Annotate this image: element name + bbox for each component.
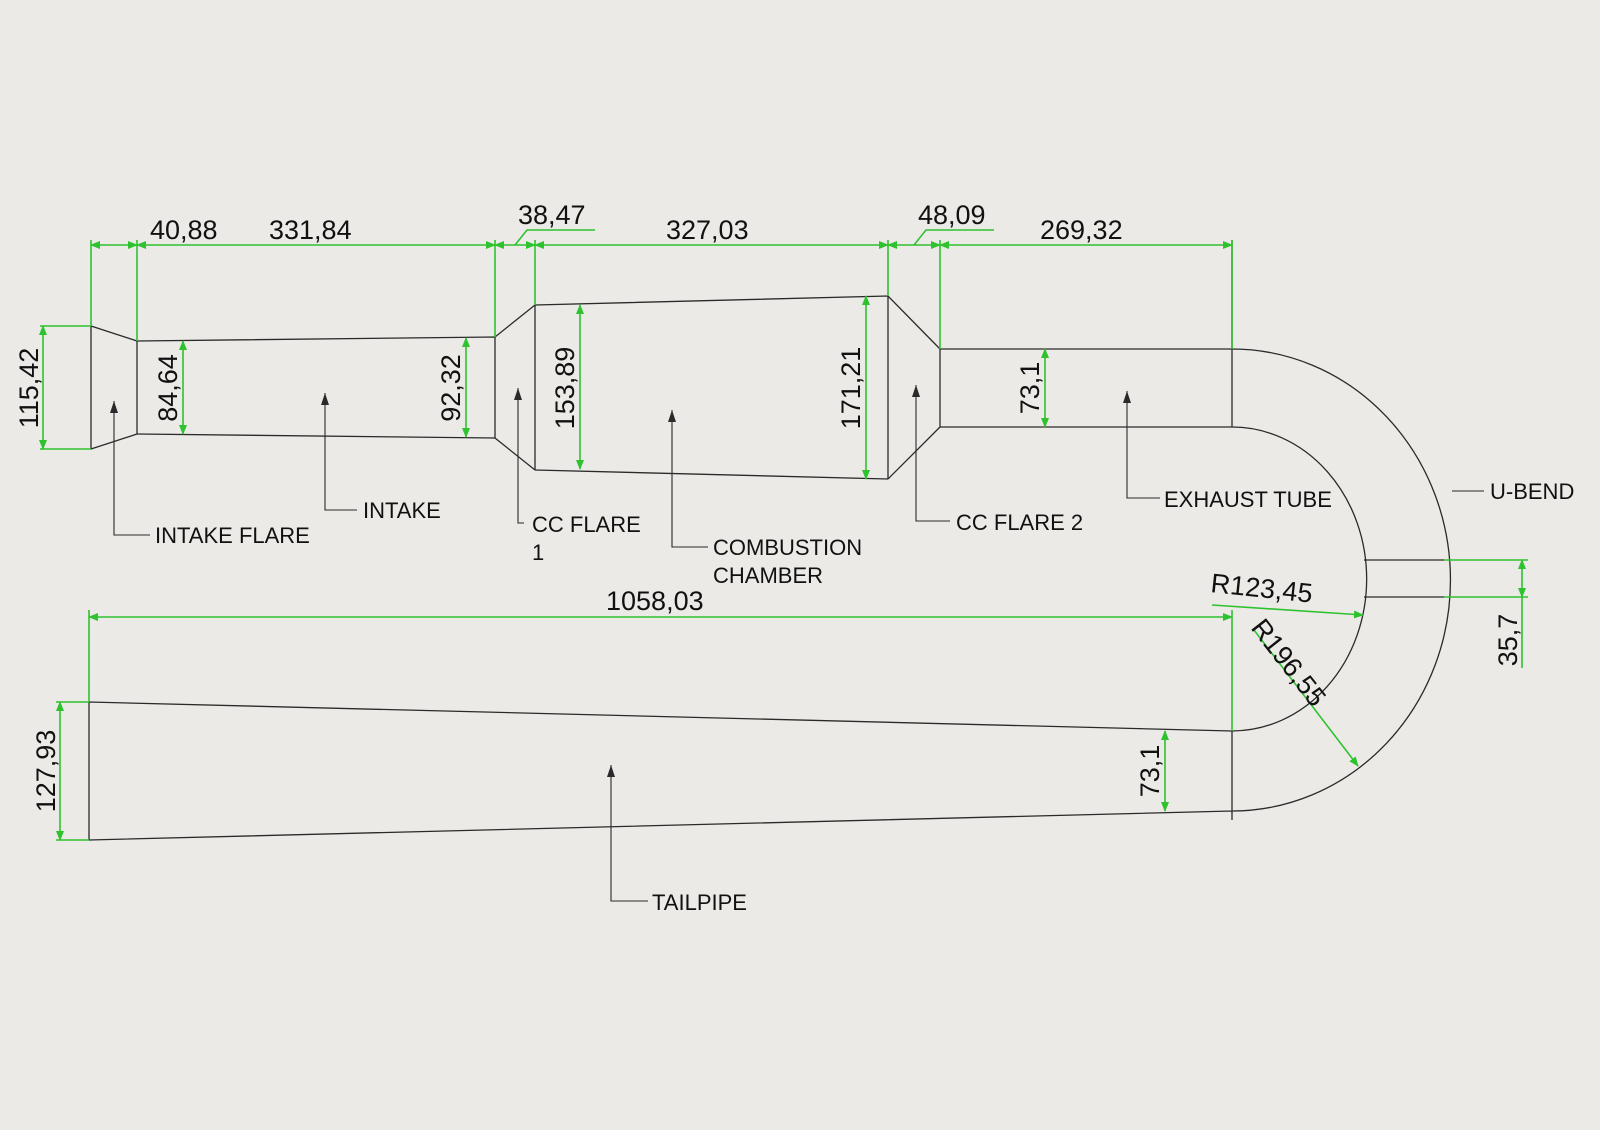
combustion-chamber-outline [534, 295, 889, 480]
dim-exhaust-tube-diameter: 73,1 [1015, 362, 1045, 415]
exhaust-tube-outline [940, 240, 1233, 428]
dim-cc-flare-1-length: 38,47 [518, 200, 586, 230]
dim-cc-flare-2-length: 48,09 [918, 200, 986, 230]
dim-tailpipe-start-diameter: 73,1 [1135, 745, 1165, 798]
label-cc-flare-2: CC FLARE 2 [956, 510, 1083, 535]
label-u-bend: U-BEND [1490, 479, 1574, 504]
part-leaders [110, 385, 1484, 902]
label-intake-flare: INTAKE FLARE [155, 523, 310, 548]
label-cc-flare-1-line1: CC FLARE [532, 512, 641, 537]
cc-flare-1-outline [494, 304, 536, 471]
dim-intake-start-diameter: 84,64 [153, 354, 183, 422]
dim-intake-length: 331,84 [269, 215, 352, 245]
label-combustion-chamber-line2: CHAMBER [713, 563, 823, 588]
part-labels: INTAKE FLARE INTAKE CC FLARE 1 COMBUSTIO… [155, 479, 1574, 915]
dim-bend-inner-radius: R123,45 [1209, 568, 1314, 609]
dim-bend-gap: 35,7 [1493, 614, 1523, 667]
dim-tailpipe-end-diameter: 127,93 [31, 730, 61, 813]
dim-intake-flare-length: 40,88 [150, 215, 218, 245]
dim-chamber-start-diameter: 153,89 [550, 347, 580, 430]
cc-flare-2-outline [887, 295, 941, 480]
dim-combustion-chamber-length: 327,03 [666, 215, 749, 245]
u-bend-outline [1231, 348, 1452, 812]
label-intake: INTAKE [363, 498, 441, 523]
dimension-lines [39, 229, 1528, 841]
dim-intake-flare-diameter: 115,42 [14, 348, 44, 429]
dim-bend-outer-radius: R196,55 [1245, 613, 1331, 712]
dim-exhaust-tube-length: 269,32 [1040, 215, 1123, 245]
dim-tailpipe-length: 1058,03 [606, 586, 704, 616]
dim-intake-end-diameter: 92,32 [436, 354, 466, 422]
tailpipe-outline [88, 701, 1233, 841]
engine-outline [88, 240, 1452, 841]
label-tailpipe: TAILPIPE [652, 890, 747, 915]
dim-chamber-end-diameter: 171,21 [836, 347, 866, 430]
label-combustion-chamber-line1: COMBUSTION [713, 535, 862, 560]
label-exhaust-tube: EXHAUST TUBE [1164, 487, 1332, 512]
intake-outline [136, 336, 496, 439]
label-cc-flare-1-line2: 1 [532, 540, 544, 565]
